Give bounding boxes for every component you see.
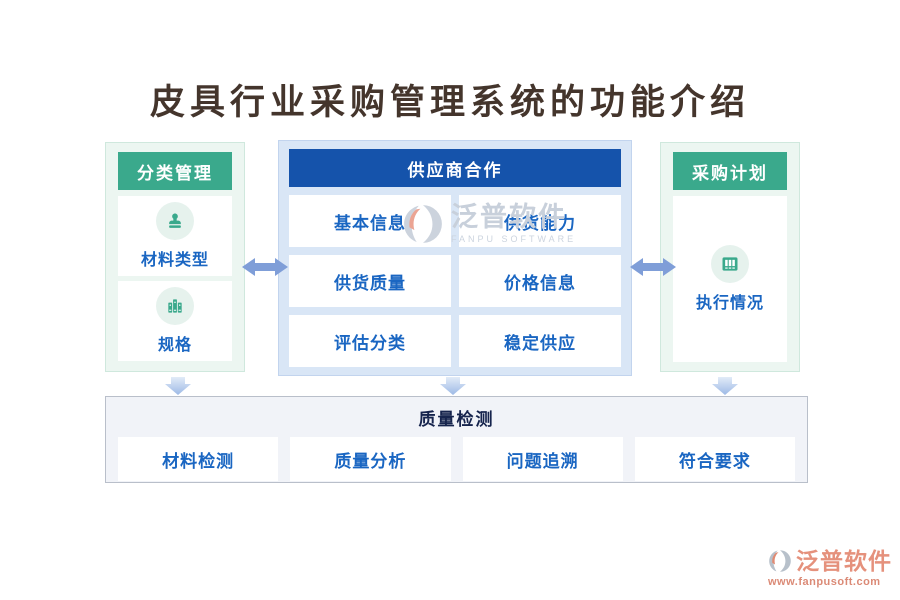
card-label-specification: 规格 (157, 337, 192, 354)
card-supply-capacity: 供货能力 (459, 195, 621, 247)
category-card-stack: 材料类型 规格 (118, 196, 232, 361)
card-meets-requirements: 符合要求 (634, 437, 795, 481)
archive-icon (711, 245, 749, 283)
panel-purchase-plan: 采购计划 执行情况 (660, 142, 800, 372)
supplier-card-grid: 基本信息 供货能力 供货质量 价格信息 评估分类 稳定供应 (289, 195, 621, 367)
card-label-execution-status: 执行情况 (695, 295, 764, 312)
corner-watermark: 泛普软件 www.fanpusoft.com (768, 549, 892, 588)
panel-category-management: 分类管理 材料类型 (105, 142, 245, 372)
panel-purchase-plan-header: 采购计划 (673, 152, 787, 190)
binders-icon (156, 287, 194, 325)
double-arrow-right-icon (630, 258, 676, 276)
card-problem-tracing: 问题追溯 (462, 437, 623, 481)
card-stable-supply: 稳定供应 (459, 315, 621, 367)
card-material-inspection: 材料检测 (118, 437, 279, 481)
purchase-plan-card-stack: 执行情况 (673, 196, 787, 362)
panel-category-header: 分类管理 (118, 152, 232, 190)
card-material-type: 材料类型 (118, 196, 232, 276)
panel-supplier-cooperation: 供应商合作 基本信息 供货能力 供货质量 价格信息 评估分类 稳定供应 (278, 140, 632, 376)
panel-quality-inspection: 质量检测 材料检测 质量分析 问题追溯 符合要求 (105, 396, 808, 483)
quality-card-row: 材料检测 质量分析 问题追溯 符合要求 (106, 430, 807, 481)
panel-supplier-header: 供应商合作 (289, 149, 621, 187)
corner-watermark-name: 泛普软件 (796, 547, 892, 574)
card-specification: 规格 (118, 281, 232, 361)
fanpu-logo-icon (769, 550, 791, 572)
stamp-icon (156, 202, 194, 240)
down-arrow-icon (712, 377, 738, 395)
down-arrow-icon (440, 377, 466, 395)
card-basic-info: 基本信息 (289, 195, 451, 247)
double-arrow-left-icon (242, 258, 288, 276)
card-price-info: 价格信息 (459, 255, 621, 307)
card-label-material-type: 材料类型 (140, 252, 209, 269)
down-arrow-icon (165, 377, 191, 395)
page-title: 皮具行业采购管理系统的功能介绍 (149, 82, 750, 123)
card-supply-quality: 供货质量 (289, 255, 451, 307)
panel-quality-header: 质量检测 (418, 410, 495, 429)
card-execution-status: 执行情况 (673, 196, 787, 362)
card-quality-analysis: 质量分析 (290, 437, 451, 481)
card-evaluation-classification: 评估分类 (289, 315, 451, 367)
corner-watermark-url: www.fanpusoft.com (768, 576, 881, 588)
